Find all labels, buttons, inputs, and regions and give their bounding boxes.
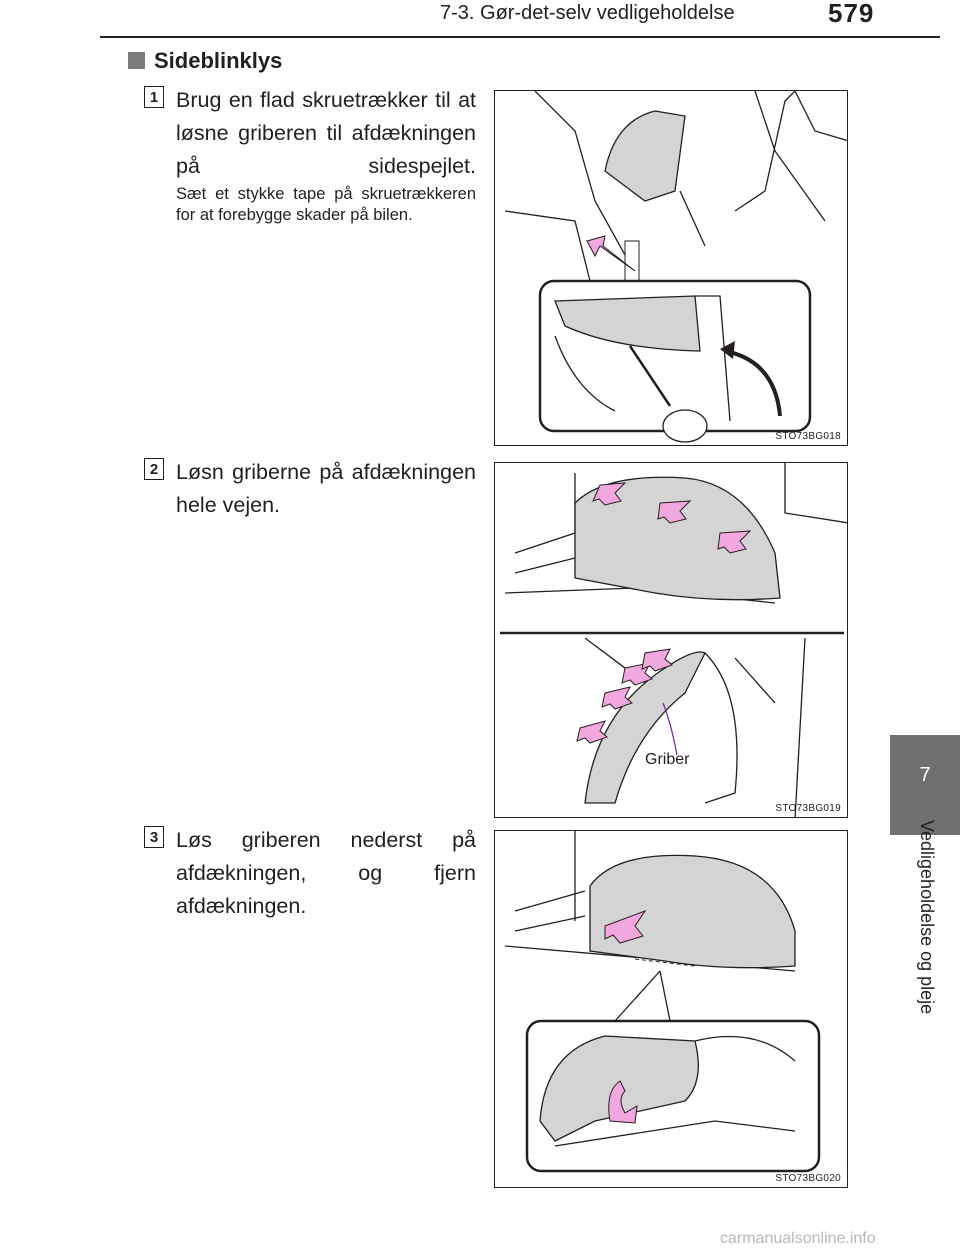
figure-code: STO73BG018 — [775, 431, 841, 442]
step-1-note: Sæt et stykke tape på skruetrækkeren for… — [176, 185, 476, 224]
chapter-tab-label: Vedligeholdelse og pleje — [917, 820, 937, 1015]
figure-step-3: STO73BG020 — [494, 830, 848, 1188]
header-divider — [100, 36, 940, 38]
watermark: carmanualsonline.info — [720, 1230, 876, 1247]
mirror-screwdriver-illustration — [504, 91, 847, 443]
figure-step-2: Griber STO73BG019 — [494, 462, 848, 818]
chapter-tab[interactable]: 7 — [890, 735, 960, 835]
griber-callout: Griber — [645, 751, 690, 768]
step-1-text: Brug en flad skruetrækker til at løsne g… — [176, 88, 476, 178]
page-number: 579 — [828, 0, 875, 28]
figure-code: STO73BG019 — [775, 803, 841, 814]
step-number-2: 2 — [144, 458, 164, 480]
section-heading: Sideblinklys — [128, 48, 282, 74]
step-2-text: Løsn griberne på afdækningen hele vejen. — [176, 460, 476, 517]
step-number-3: 3 — [144, 826, 164, 848]
step-number-1: 1 — [144, 86, 164, 108]
square-bullet-icon — [128, 52, 145, 69]
mirror-cover-clips-illustration — [500, 463, 847, 817]
section-title: Sideblinklys — [154, 48, 283, 73]
figure-step-1: STO73BG018 — [494, 90, 848, 446]
mirror-cover-removal-illustration — [504, 831, 821, 1173]
step-3-text: Løs griberen nederst på afdækningen, og … — [176, 828, 476, 918]
chapter-section-title: 7-3. Gør-det-selv vedligeholdelse — [440, 2, 735, 24]
figure-code: STO73BG020 — [775, 1173, 841, 1184]
